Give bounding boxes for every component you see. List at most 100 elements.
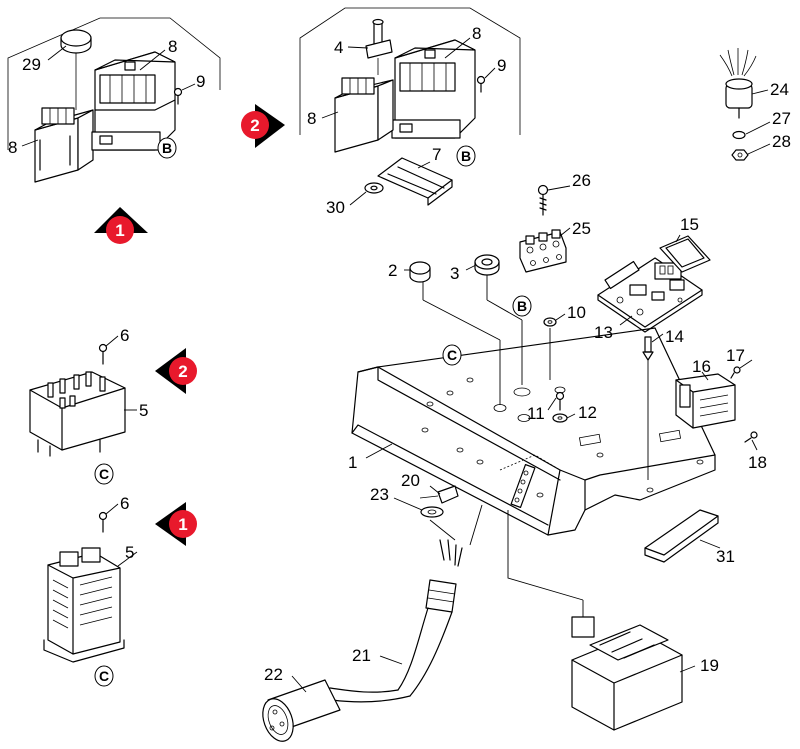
- callout-18: 18: [748, 453, 767, 472]
- callout-15: 15: [680, 215, 699, 234]
- contactor-8-top: [91, 51, 176, 151]
- washer-30: [364, 182, 384, 194]
- cable-gland-23: [420, 506, 444, 518]
- callout-9-a: 9: [196, 72, 205, 91]
- knob-4: [365, 18, 393, 75]
- callout-4: 4: [334, 38, 343, 57]
- callout-1: 1: [348, 453, 357, 472]
- callout-26: 26: [572, 171, 591, 190]
- grommet-3: [474, 254, 523, 385]
- ref-c-lower-label: C: [99, 668, 109, 684]
- variant-marker-2-left: 2: [155, 348, 197, 394]
- callout-22: 22: [264, 665, 283, 684]
- ref-c-plate: C: [442, 344, 462, 366]
- sensor-24: [719, 48, 757, 119]
- ref-b-plate: B: [512, 295, 532, 317]
- callout-29: 29: [22, 55, 41, 74]
- plug-2: [409, 261, 501, 405]
- relay-8-left: [34, 107, 94, 183]
- callout-5-a: 5: [139, 401, 148, 420]
- callout-6-a: 6: [120, 326, 129, 345]
- ref-b-top: B: [157, 137, 177, 159]
- connector-16: [675, 373, 736, 429]
- bracket-31: [644, 509, 719, 563]
- callout-8-a: 8: [168, 37, 177, 56]
- screw-6-lower: [98, 511, 108, 533]
- variant-marker-2-top: 2: [241, 104, 285, 148]
- callout-27: 27: [772, 109, 791, 128]
- contactor-8-group2: [391, 39, 476, 139]
- callout-11: 11: [527, 404, 545, 423]
- screw-11: [555, 391, 565, 411]
- callout-16: 16: [692, 357, 711, 376]
- callout-20: 20: [401, 471, 420, 490]
- gasket-15: [659, 235, 711, 273]
- screw-18: [744, 431, 758, 443]
- callout-7: 7: [432, 145, 441, 164]
- callout-9-b: 9: [497, 56, 506, 75]
- plug-22: [262, 679, 341, 742]
- variant-marker-1-left-label: 1: [178, 515, 187, 534]
- washer-27: [732, 130, 746, 140]
- callout-10: 10: [567, 303, 586, 322]
- ref-b-group2-label: B: [461, 148, 471, 164]
- callout-13: 13: [594, 323, 613, 342]
- callout-5-b: 5: [125, 543, 134, 562]
- callout-3: 3: [450, 264, 459, 283]
- callout-17: 17: [726, 346, 745, 365]
- callout-2: 2: [388, 261, 397, 280]
- nut-28: [731, 149, 749, 161]
- spacer-14: [642, 336, 654, 480]
- screw-9-group2: [476, 75, 486, 93]
- nut-10: [543, 317, 557, 380]
- pcb-13: [597, 257, 703, 333]
- variant-marker-1-top-label: 1: [115, 221, 124, 240]
- callout-19: 19: [700, 656, 719, 675]
- callout-28: 28: [772, 132, 791, 151]
- relay-8-group2: [334, 77, 394, 153]
- screw-6-upper: [98, 343, 108, 365]
- callout-8-b: 8: [8, 138, 17, 157]
- callout-21: 21: [352, 646, 371, 665]
- ref-b-top-label: B: [162, 140, 172, 156]
- cable-clip-20: [419, 485, 459, 504]
- callout-25: 25: [572, 219, 591, 238]
- power-cable-21: [329, 539, 463, 703]
- ref-c-upper-label: C: [99, 466, 109, 482]
- ref-c-upper: C: [94, 463, 114, 485]
- screw-9-top: [173, 87, 183, 105]
- leader-lines: [21, 37, 771, 693]
- terminal-block-25: [519, 229, 567, 273]
- button-cap-29: [60, 29, 92, 110]
- callout-8-c: 8: [472, 24, 481, 43]
- screw-17: [730, 366, 741, 379]
- capacitor-19: [507, 510, 683, 731]
- variant-marker-1-top: 1: [94, 207, 148, 244]
- ref-c-plate-label: C: [447, 347, 457, 363]
- ref-c-lower: C: [94, 665, 114, 687]
- bracket-contactor-group-2: [299, 7, 521, 135]
- ref-b-group2: B: [456, 145, 476, 167]
- washer-12: [552, 413, 568, 423]
- callout-23: 23: [370, 485, 389, 504]
- callout-6-b: 6: [120, 494, 129, 513]
- screw-26: [537, 184, 549, 216]
- callout-labels: 29 8 9 8 4 8 9 8 7 30 24 27 28 6 5 6 5 2…: [8, 24, 791, 684]
- variant-marker-2-top-label: 2: [250, 116, 259, 135]
- callout-24: 24: [770, 80, 789, 99]
- ref-b-plate-label: B: [517, 298, 527, 314]
- transformer-5-lower: [43, 547, 125, 663]
- variant-marker-1-left: 1: [155, 502, 197, 546]
- callout-30: 30: [326, 198, 345, 217]
- callout-12: 12: [578, 403, 597, 422]
- variant-marker-2-left-label: 2: [178, 362, 187, 381]
- callout-31: 31: [716, 547, 735, 566]
- callout-8-d: 8: [307, 109, 316, 128]
- din-rail-7: [377, 157, 453, 206]
- chassis-plate-1: [351, 327, 716, 536]
- callout-14: 14: [665, 327, 684, 346]
- transformer-5-upper: [29, 371, 126, 457]
- bracket-contactor-group-1: [7, 17, 221, 150]
